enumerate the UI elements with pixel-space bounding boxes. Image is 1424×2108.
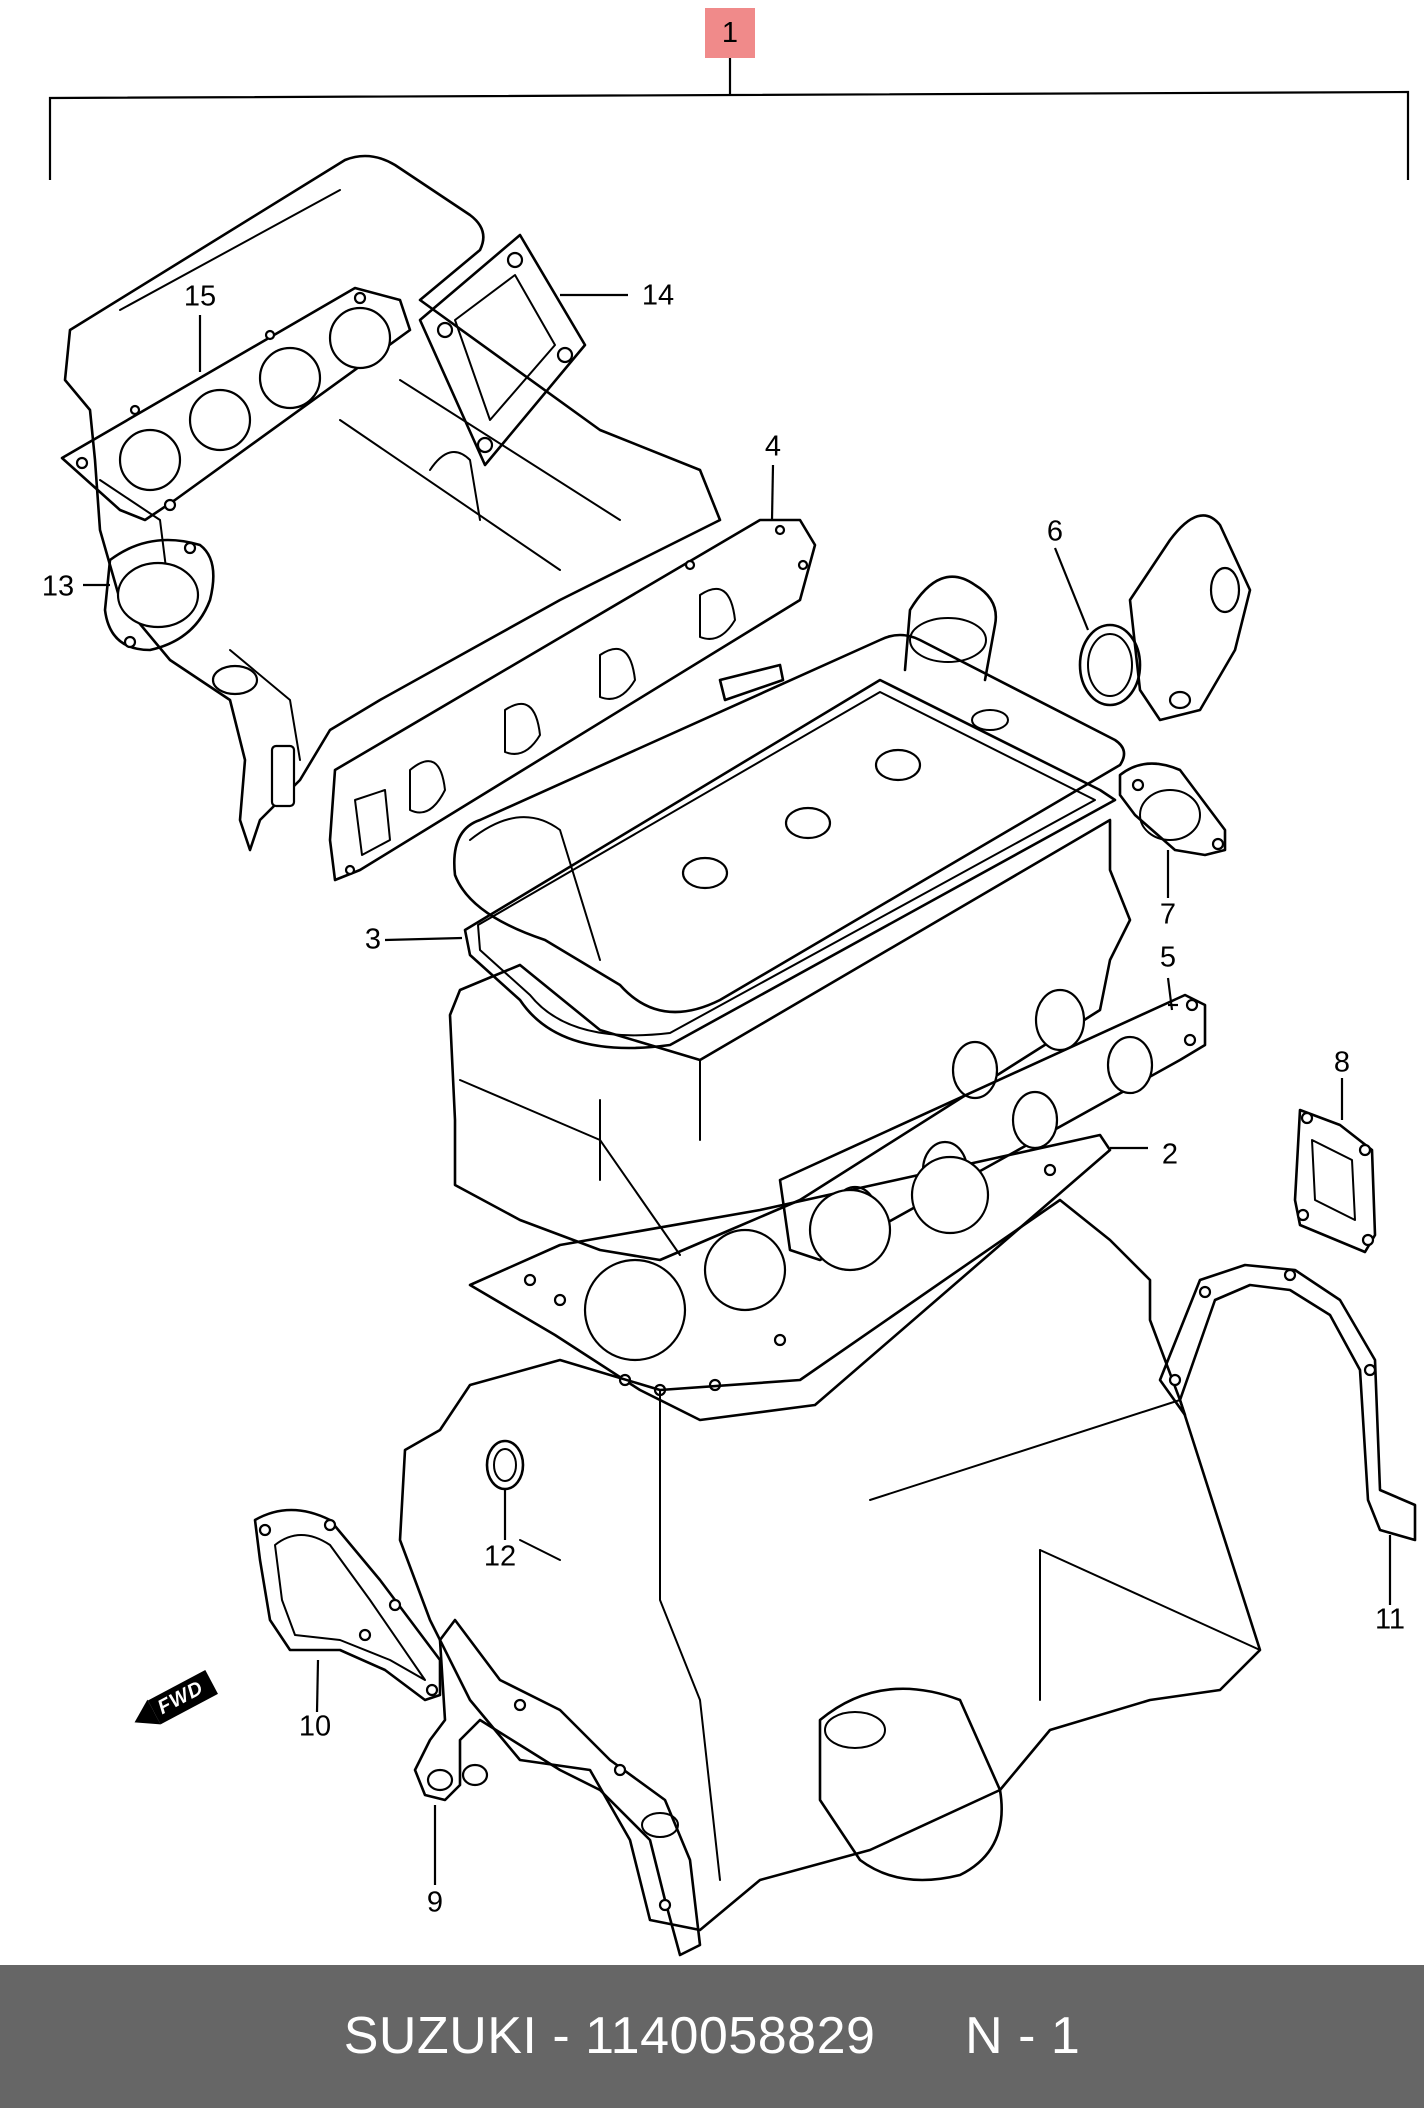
intake-manifold [63,154,722,852]
exploded-parts-diagram: 1 2 3 4 5 6 7 8 9 10 11 12 13 14 15 FWD [41,8,1417,1957]
gasket-12 [485,1439,525,1491]
callout-10: 10 [298,1710,332,1743]
engine-block [398,1198,1262,1932]
callout-11: 11 [1374,1603,1406,1636]
callout-12: 12 [483,1540,517,1573]
gasket-8 [1293,1108,1377,1254]
callout-2: 2 [1161,1138,1179,1171]
callout-14: 14 [641,279,675,312]
footer-brand: SUZUKI [343,2007,538,2065]
callout-13: 13 [41,570,75,603]
gasket-10 [253,1508,442,1702]
callout-6: 6 [1046,515,1064,548]
gasket-15 [60,286,412,522]
head-cover [453,575,1126,1014]
gasket-6 [1078,514,1252,722]
callout-1: 1 [705,8,755,58]
gasket-4 [328,518,817,882]
gasket-2 [468,1133,1112,1422]
diagram-drawing [48,56,1417,1957]
callout-3: 3 [364,923,382,956]
callout-15: 15 [183,280,217,313]
footer-part-number: 1140058829 [585,2007,876,2065]
callout-8: 8 [1333,1046,1351,1079]
gasket-3 [463,678,1117,1050]
gasket-14 [418,233,587,467]
assembly-bracket [48,56,1410,180]
leader-lines [83,293,1392,1885]
gasket-13 [103,538,215,652]
cylinder-head [448,818,1132,1262]
gasket-9 [413,1618,702,1957]
footer-separator: - [537,2007,586,2065]
gasket-7 [1118,762,1227,857]
callout-4: 4 [764,430,782,463]
footer-caption: SUZUKI - 1140058829 N - 1 [0,1965,1424,2108]
callout-9: 9 [426,1886,444,1919]
callout-5: 5 [1159,941,1177,974]
footer-suffix: N - 1 [965,2007,1081,2065]
callout-7: 7 [1159,898,1177,931]
footer-bar: SUZUKI - 1140058829 N - 1 [0,1965,1424,2108]
gasket-11 [1158,1263,1417,1542]
